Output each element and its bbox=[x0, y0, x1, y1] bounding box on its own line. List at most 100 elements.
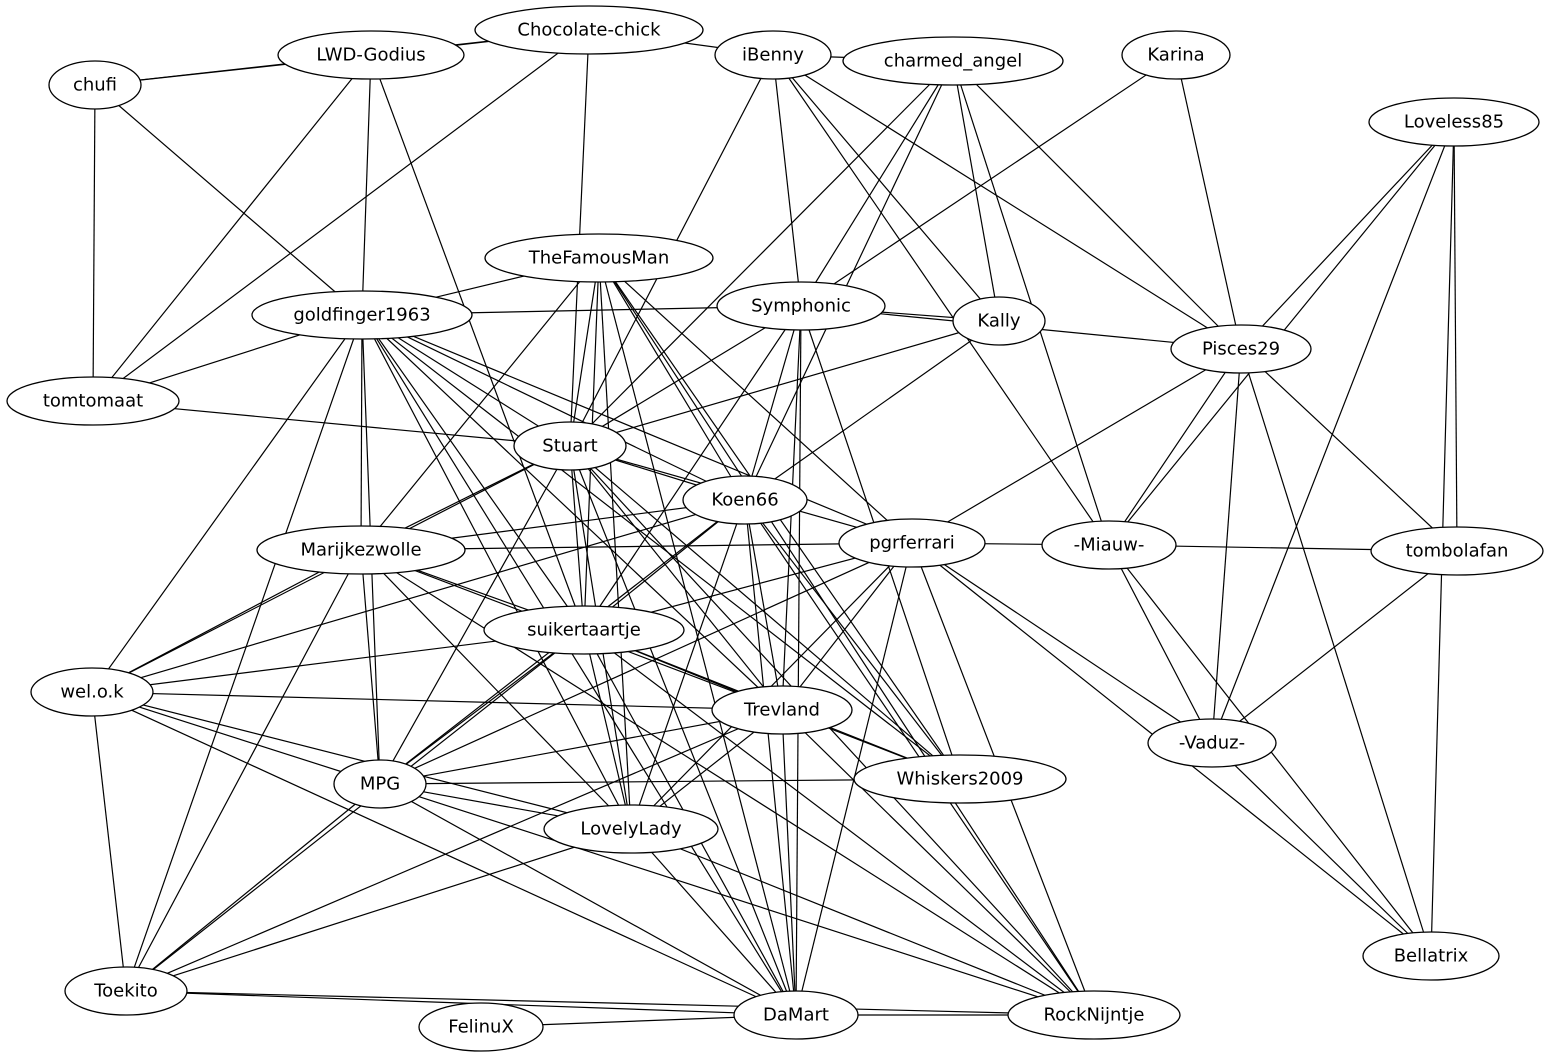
node-label: RockNijntje bbox=[1043, 1005, 1144, 1026]
node-label: DaMart bbox=[763, 1005, 829, 1026]
node-ellipse bbox=[6, 376, 180, 426]
node-ellipse bbox=[714, 30, 832, 80]
edge-koen66-damart bbox=[744, 499, 797, 1016]
edge-pgrferrari-mpg bbox=[379, 542, 913, 785]
node-miauw: -Miauw- bbox=[1041, 520, 1177, 570]
node-label: Bellatrix bbox=[1394, 946, 1469, 967]
edge-karina-symphonic bbox=[800, 54, 1177, 307]
node-ellipse bbox=[1007, 990, 1181, 1040]
node-chocolate-chick: Chocolate-chick bbox=[474, 5, 704, 55]
node-ellipse bbox=[256, 525, 466, 575]
node-label: tomtomaat bbox=[43, 391, 143, 412]
node-label: Pisces29 bbox=[1202, 339, 1280, 360]
node-lovelylady: LovelyLady bbox=[543, 804, 719, 854]
node-tomtomaat: tomtomaat bbox=[6, 376, 180, 426]
node-label: charmed_angel bbox=[884, 51, 1022, 72]
edge-lovelylady-damart bbox=[630, 828, 797, 1016]
edge-symphonic-suikertaartje bbox=[583, 305, 802, 631]
edge-suikertaartje-lovelylady bbox=[583, 629, 632, 830]
node-ellipse bbox=[682, 475, 808, 525]
edge-goldfinger1963-toekito bbox=[125, 314, 363, 992]
node-ellipse bbox=[474, 5, 704, 55]
edge-toekito-damart bbox=[125, 990, 797, 1016]
node-label: -Vaduz- bbox=[1179, 733, 1245, 754]
edge-ibenny-symphonic bbox=[772, 54, 802, 307]
edge-mpg-damart bbox=[379, 783, 797, 1016]
node-ellipse bbox=[64, 966, 188, 1016]
edge-trevland-mpg bbox=[379, 709, 783, 785]
edge-thefamousman-pgrferrari bbox=[598, 257, 913, 544]
edge-miauw-vaduz bbox=[1108, 544, 1213, 744]
node-ellipse bbox=[30, 667, 154, 717]
edge-lwd-godius-tomtomaat bbox=[92, 54, 372, 402]
edge-thefamousman-rocknijntje bbox=[598, 257, 1095, 1016]
node-charmed-angel: charmed_angel bbox=[842, 36, 1064, 86]
node-ellipse bbox=[838, 518, 986, 568]
edge-thefamousman-lovelylady bbox=[598, 257, 632, 830]
node-label: Toekito bbox=[93, 981, 158, 1002]
edge-goldfinger1963-marijkezwolle bbox=[360, 314, 363, 551]
node-label: chufi bbox=[73, 75, 117, 96]
edge-chocolate-chick-tomtomaat bbox=[92, 29, 590, 402]
edge-pisces29-tombolafan bbox=[1240, 348, 1458, 552]
node-label: Chocolate-chick bbox=[517, 20, 661, 41]
edge-marijkezwolle-mpg bbox=[360, 549, 381, 785]
node-ellipse bbox=[1170, 324, 1312, 374]
node-ellipse bbox=[711, 685, 853, 735]
node-ellipse bbox=[251, 290, 473, 340]
node-label: Kally bbox=[977, 311, 1021, 332]
node-bellatrix: Bellatrix bbox=[1362, 931, 1500, 981]
node-ellipse bbox=[277, 30, 465, 80]
edge-symphonic-damart bbox=[795, 305, 802, 1016]
edge-welok-trevland bbox=[91, 691, 783, 711]
node-label: -Miauw- bbox=[1074, 535, 1145, 556]
node-ellipse bbox=[853, 754, 1067, 804]
edge-chufi-tomtomaat bbox=[92, 84, 96, 402]
edge-toekito-rocknijntje bbox=[125, 990, 1095, 1016]
edge-stuart-rocknijntje bbox=[569, 445, 1095, 1016]
node-label: FelinuX bbox=[448, 1017, 514, 1038]
edge-welok-toekito bbox=[91, 691, 127, 992]
node-whiskers2009: Whiskers2009 bbox=[853, 754, 1067, 804]
node-ellipse bbox=[842, 36, 1064, 86]
node-damart: DaMart bbox=[733, 990, 859, 1040]
node-ellipse bbox=[513, 421, 627, 471]
node-goldfinger1963: goldfinger1963 bbox=[251, 290, 473, 340]
edge-charmed-angel-kally bbox=[952, 60, 1000, 322]
node-label: MPG bbox=[360, 774, 400, 795]
node-stuart: Stuart bbox=[513, 421, 627, 471]
edge-koen66-lovelylady bbox=[630, 499, 746, 830]
edge-thefamousman-stuart bbox=[569, 257, 600, 447]
node-marijkezwolle: Marijkezwolle bbox=[256, 525, 466, 575]
node-ellipse bbox=[543, 804, 719, 854]
edge-stuart-trevland bbox=[569, 445, 783, 711]
node-label: Stuart bbox=[542, 436, 597, 457]
edge-koen66-welok bbox=[91, 499, 746, 693]
edge-ibenny-pisces29 bbox=[772, 54, 1242, 350]
edge-goldfinger1963-suikertaartje bbox=[361, 314, 585, 631]
node-label: Karina bbox=[1147, 45, 1204, 66]
edge-koen66-whiskers2009 bbox=[744, 499, 961, 780]
node-welok: wel.o.k bbox=[30, 667, 154, 717]
edge-charmed-angel-pisces29 bbox=[952, 60, 1242, 350]
edge-lwd-godius-suikertaartje bbox=[370, 54, 585, 631]
edge-pgrferrari-vaduz bbox=[911, 542, 1213, 744]
edge-charmed-angel-symphonic bbox=[800, 60, 954, 307]
node-tombolafan: tombolafan bbox=[1370, 526, 1544, 576]
edge-marijkezwolle-rocknijntje bbox=[360, 549, 1095, 1016]
edge-goldfinger1963-pgrferrari bbox=[361, 314, 913, 544]
edge-lwd-godius-goldfinger1963 bbox=[361, 54, 372, 316]
edge-thefamousman-marijkezwolle bbox=[360, 257, 600, 551]
node-label: Symphonic bbox=[751, 296, 851, 317]
edge-loveless85-vaduz bbox=[1211, 121, 1455, 744]
edge-trevland-rocknijntje bbox=[781, 709, 1095, 1016]
node-label: Marijkezwolle bbox=[300, 540, 421, 561]
node-ellipse bbox=[1370, 526, 1544, 576]
edge-stuart-mpg bbox=[379, 445, 571, 785]
node-pgrferrari: pgrferrari bbox=[838, 518, 986, 568]
edge-loveless85-pisces29 bbox=[1240, 121, 1455, 350]
edge-suikertaartje-toekito bbox=[125, 629, 585, 992]
node-kally: Kally bbox=[952, 296, 1046, 346]
edge-goldfinger1963-damart bbox=[361, 314, 797, 1016]
